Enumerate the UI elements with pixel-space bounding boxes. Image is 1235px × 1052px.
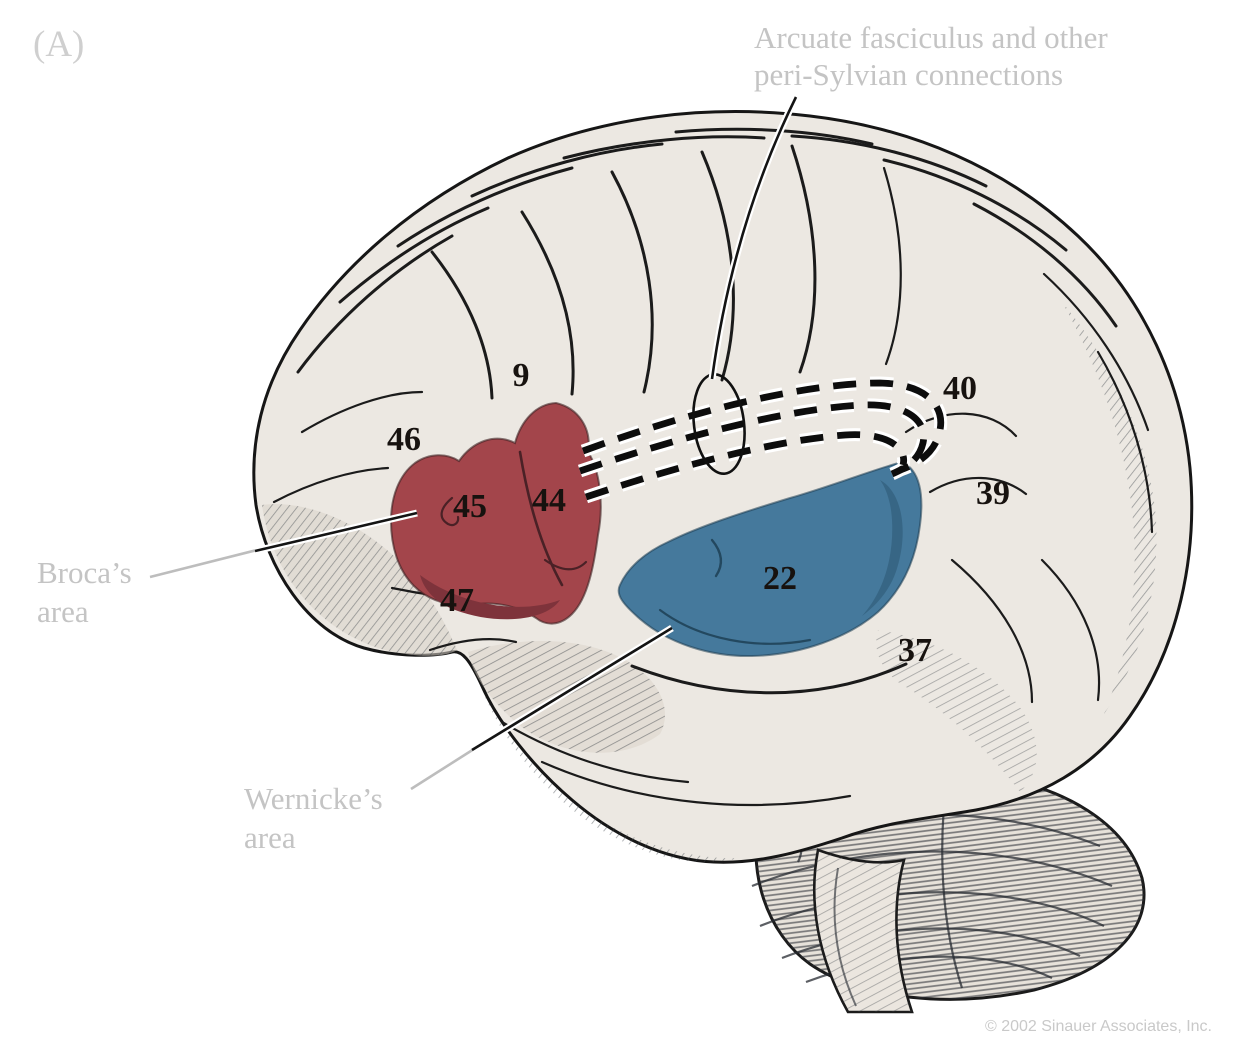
brodmann-area-9: 9 [513,357,530,394]
broca-sulcus-2 [543,558,588,571]
brodmann-area-45: 45 [453,488,487,525]
brodmann-numbers: 9 46 45 44 47 40 39 22 37 [387,357,1010,669]
cerebrum [252,110,1194,864]
brodmann-area-39: 39 [976,475,1010,512]
broca-region [389,401,602,625]
broca-label-line1: Broca’s [37,555,132,590]
brainstem [812,848,914,1014]
wernicke-leader-line [471,626,673,752]
brodmann-area-37: 37 [898,632,932,669]
broca-shadow [420,575,560,620]
wernicke-sulcus-1 [710,538,723,578]
wernicke-label-line1: Wernicke’s [244,781,383,816]
broca-leader-line [254,511,418,553]
figure-labels: (A) Arcuate fasciculus and other peri-Sy… [33,20,1212,1035]
arcuate-dashed-path-2 [578,401,928,478]
broca-sulcus-1 [518,450,564,587]
panel-label: (A) [33,24,84,65]
arcuate-label-line1: Arcuate fasciculus and other [754,20,1108,55]
arcuate-label-line2: peri-Sylvian connections [754,57,1063,92]
wernicke-sulcus-2 [658,608,812,645]
brodmann-area-44: 44 [532,482,566,519]
wernicke-label-line2: area [244,820,296,855]
wernicke-region-fill [617,460,923,658]
broca-label-line2: area [37,594,89,629]
wernicke-shadow [862,480,903,616]
brodmann-area-40: 40 [943,370,977,407]
wernicke-region [617,460,923,658]
wernicke-leader-line-gray [410,747,475,791]
arcuate-dashed-path-1 [581,379,945,474]
cerebrum-outline [252,110,1194,864]
broca-sulcus-3 [440,496,460,527]
arcuate-dashed-path-3 [584,431,908,501]
brodmann-area-22: 22 [763,560,797,597]
brodmann-area-47: 47 [440,582,474,619]
arcuate-fasciculus-bundle [577,372,948,504]
broca-leader-line-gray [149,548,258,579]
arcuate-leader-line [710,96,798,380]
copyright-notice: © 2002 Sinauer Associates, Inc. [985,1018,1212,1035]
brainstem-line [833,867,857,1007]
leader-lines [149,95,800,791]
brodmann-area-46: 46 [387,421,421,458]
